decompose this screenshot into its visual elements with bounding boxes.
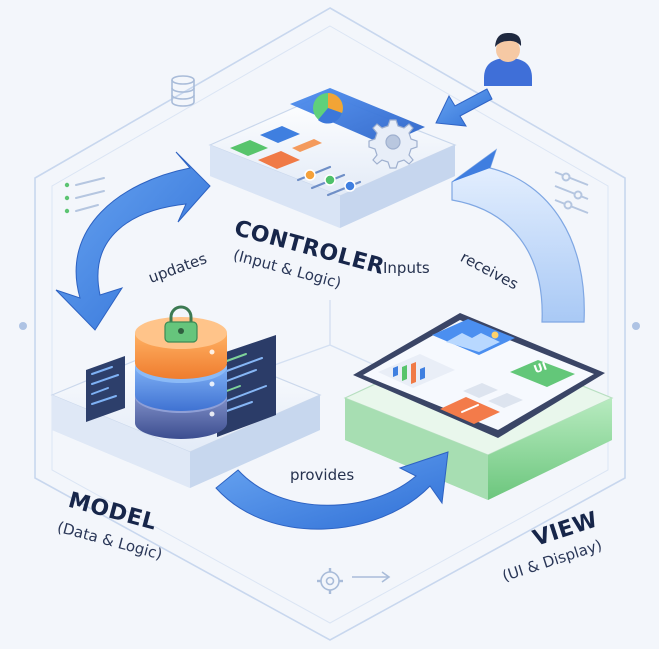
image-icon — [432, 319, 515, 355]
code-card-left — [86, 356, 125, 422]
lock-icon — [164, 305, 198, 343]
orange-button-card — [440, 397, 500, 424]
slider-knobs — [304, 169, 356, 192]
database-outline-icon — [171, 75, 195, 107]
control-buttons — [230, 126, 322, 169]
list-icon — [64, 177, 105, 214]
frame-dots — [19, 322, 640, 330]
code-card-right — [217, 335, 276, 437]
provides-arrow — [215, 451, 449, 530]
view-platform — [343, 313, 614, 500]
inputs-label: Inputs — [383, 259, 430, 277]
bottom-gear-icon — [317, 568, 343, 594]
updates-arrow — [55, 151, 211, 331]
tablet-screen — [353, 313, 605, 438]
gear-icon — [368, 119, 418, 169]
controller-panel — [208, 88, 457, 228]
grey-tiles — [463, 383, 523, 408]
user-icon — [484, 32, 532, 86]
user-input-arrow — [435, 88, 493, 127]
bottom-arrow-icon — [352, 571, 391, 583]
model-platform — [50, 305, 322, 488]
receives-arrow — [451, 148, 585, 323]
database-icon — [135, 317, 227, 439]
settings-sliders-icon — [554, 171, 589, 214]
pie-chart-icon — [313, 93, 343, 124]
bar-chart-icon — [378, 354, 455, 388]
frame-hexagon — [34, 7, 626, 641]
ui-button-card — [510, 360, 575, 387]
provides-label: provides — [290, 466, 355, 484]
